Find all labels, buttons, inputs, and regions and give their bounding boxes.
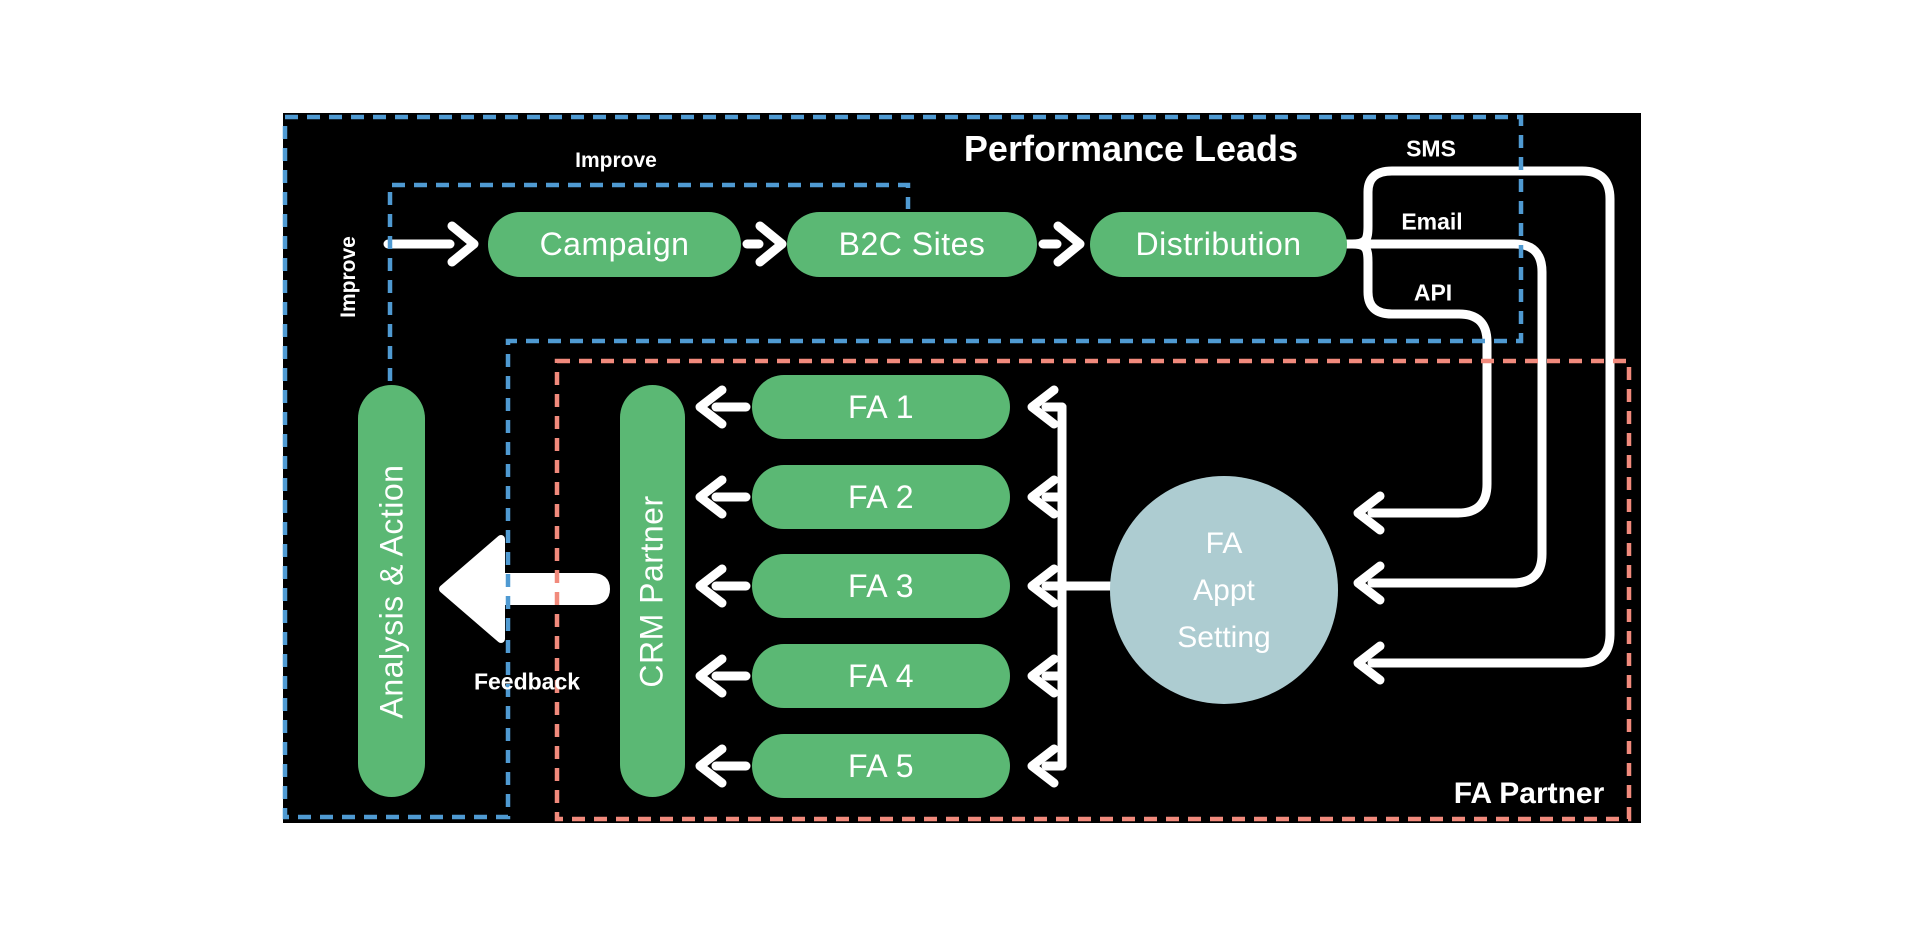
dashed-box-fa-partner bbox=[554, 358, 1632, 822]
arrowhead-campaign-to-b2c bbox=[755, 221, 787, 267]
node-fa-3: FA 3 bbox=[752, 554, 1010, 618]
arrowhead-collector-to-fa2 bbox=[1027, 475, 1059, 519]
node-analysis-action: Analysis & Action bbox=[358, 385, 425, 797]
node-fa-5-label: FA 5 bbox=[847, 747, 915, 784]
fa-appt-setting-line1: FA bbox=[1205, 526, 1243, 560]
arrowhead-fa1-to-crm bbox=[695, 385, 727, 429]
node-fa-4-label: FA 4 bbox=[847, 657, 915, 694]
node-fa-1: FA 1 bbox=[752, 375, 1010, 439]
arrowhead-fa3-to-crm bbox=[695, 564, 727, 608]
node-fa-2: FA 2 bbox=[752, 465, 1010, 529]
arrowhead-email-to-circle bbox=[1353, 561, 1385, 605]
node-analysis-action-label: Analysis & Action bbox=[373, 464, 410, 718]
arrowhead-b2c-to-distribution bbox=[1053, 221, 1085, 267]
dashed-box-performance-leads bbox=[282, 114, 1524, 820]
arrowhead-improve-to-campaign bbox=[447, 221, 479, 267]
arrowhead-fa2-to-crm bbox=[695, 475, 727, 519]
label-feedback: Feedback bbox=[473, 668, 581, 695]
node-distribution-label: Distribution bbox=[1135, 226, 1302, 262]
arrowhead-collector-to-fa3 bbox=[1027, 564, 1059, 608]
node-campaign-label: Campaign bbox=[539, 226, 690, 262]
arrowhead-fa4-to-crm bbox=[695, 654, 727, 698]
flow-line-sms bbox=[1347, 166, 1615, 668]
arrowhead-collector-to-fa4 bbox=[1027, 654, 1059, 698]
arrowhead-fa5-to-crm bbox=[695, 744, 727, 788]
node-fa-5: FA 5 bbox=[752, 734, 1010, 798]
page-title: Performance Leads bbox=[963, 128, 1299, 169]
arrowhead-sms-to-circle bbox=[1353, 641, 1385, 685]
arrowhead-collector-to-fa1 bbox=[1027, 385, 1059, 429]
dashed-path-improve-loop bbox=[387, 182, 911, 381]
node-fa-1-label: FA 1 bbox=[847, 388, 915, 425]
feedback-arrow bbox=[439, 535, 610, 643]
fa-appt-setting-line2: Appt bbox=[1193, 573, 1255, 607]
arrowhead-api-to-circle bbox=[1353, 491, 1385, 535]
flow-line-api bbox=[1347, 239, 1492, 518]
node-crm-partner-label: CRM Partner bbox=[634, 494, 671, 688]
node-distribution: Distribution bbox=[1090, 212, 1347, 277]
label-improve-top: Improve bbox=[575, 149, 657, 172]
node-fa-appt-setting: FA Appt Setting bbox=[1110, 476, 1338, 704]
node-b2c-sites: B2C Sites bbox=[787, 212, 1037, 277]
flow-line-email bbox=[1342, 239, 1547, 588]
label-fa-partner-zone: FA Partner bbox=[1453, 777, 1605, 810]
label-improve-left: Improve bbox=[337, 236, 360, 318]
label-email: Email bbox=[1401, 208, 1463, 235]
node-campaign: Campaign bbox=[488, 212, 741, 277]
arrowhead-collector-to-fa5 bbox=[1027, 744, 1059, 788]
node-crm-partner: CRM Partner bbox=[620, 385, 685, 797]
node-fa-4: FA 4 bbox=[752, 644, 1010, 708]
node-fa-2-label: FA 2 bbox=[847, 478, 915, 515]
flow-lines bbox=[383, 166, 1615, 788]
node-fa-3-label: FA 3 bbox=[847, 567, 915, 604]
node-b2c-sites-label: B2C Sites bbox=[838, 226, 986, 262]
label-api: API bbox=[1413, 279, 1453, 306]
label-sms: SMS bbox=[1406, 135, 1456, 162]
fa-appt-setting-line3: Setting bbox=[1177, 620, 1271, 654]
